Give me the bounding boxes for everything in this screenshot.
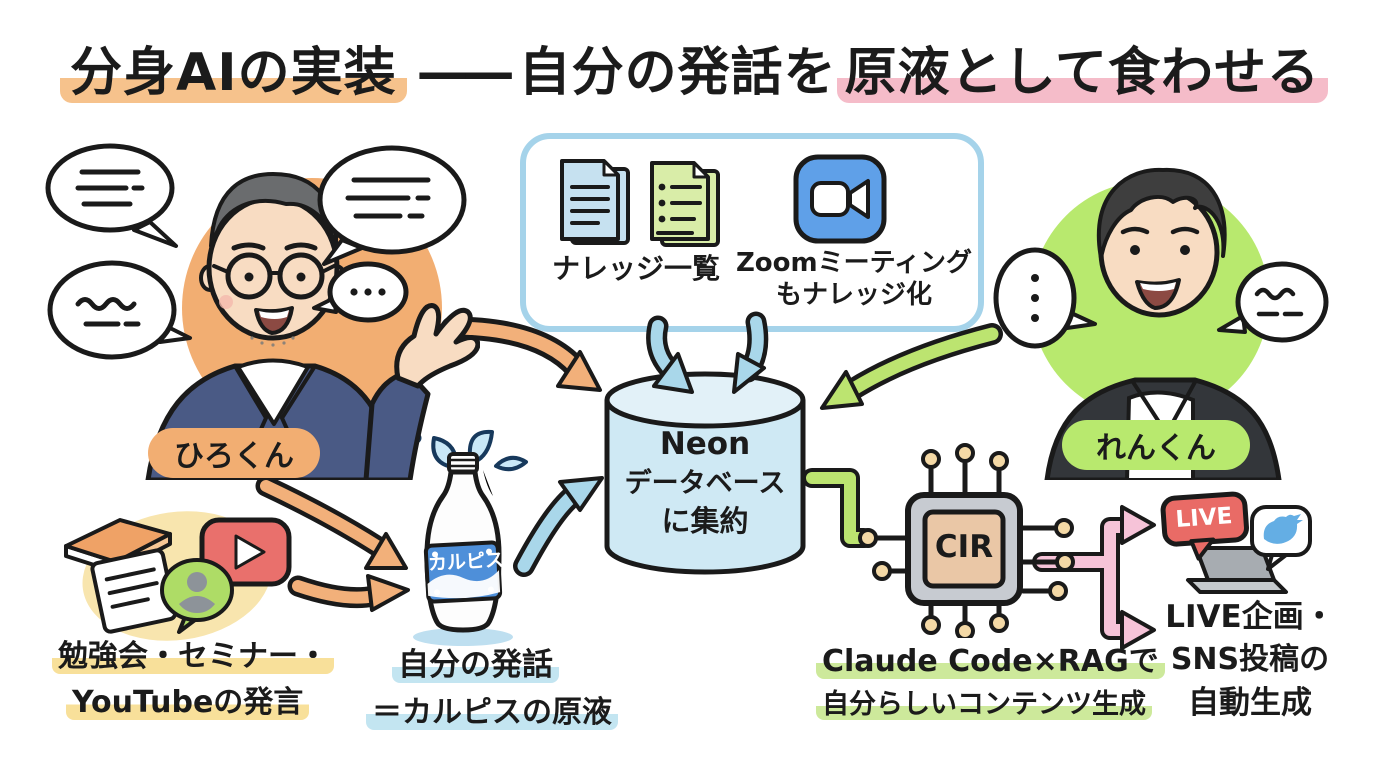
database-line3: に集約: [661, 504, 749, 539]
ren-bubble-dots: [993, 247, 1097, 349]
bottle-caption-line1: 自分の発話: [392, 647, 559, 684]
hiro-figure: [45, 143, 480, 480]
outputs-line2: SNS投稿の: [1170, 642, 1330, 677]
ren-hair: [1096, 167, 1227, 260]
hiro-bubble-topright: [317, 145, 467, 266]
database-line1: Neon: [659, 426, 751, 462]
outputs-line3: 自動生成: [1188, 685, 1312, 721]
title-dash: ——: [416, 43, 515, 103]
sources-line2: YouTubeの発言: [66, 685, 310, 721]
title-part-plain: 自分の発話を: [518, 43, 837, 103]
database-line2: データベース: [624, 467, 786, 499]
hiro-hand: [394, 303, 480, 389]
page-title: 分身AIの実装——自分の発話を原液として食わせる: [60, 30, 1329, 105]
connector-db-to-chip: [802, 468, 874, 548]
arrow-zoom-to-db: [732, 311, 769, 394]
ren-bubble-wavy: [1217, 261, 1329, 343]
hiro-hair: [209, 172, 339, 252]
database-label: Neon データベース に集約: [600, 424, 810, 541]
live-badge: [1160, 491, 1249, 561]
title-part-feed: 原液として食わせる: [836, 43, 1329, 103]
hiro-bubble-dots: [312, 261, 409, 323]
bottle-brand-label: カルピス: [427, 549, 505, 575]
arrow-docs-to-db: [646, 315, 694, 394]
zoom-label-line2: もナレッジ化: [775, 280, 932, 310]
person-bubble-icon: [160, 558, 234, 634]
arrow-sources-to-bottle: [287, 574, 410, 612]
bottle-icon: [413, 452, 513, 646]
bottle-caption-line2: ＝カルピスの原液: [366, 695, 618, 731]
sources-line1: 勉強会・セミナー・: [52, 639, 334, 675]
zoom-video-icon: [793, 154, 887, 244]
hiro-bubble-topleft: [45, 143, 178, 248]
hiro-bubble-left: [47, 260, 192, 360]
arrow-hiro-to-db: [440, 316, 602, 392]
zoom-label-line1: Zoomミーティング: [735, 248, 973, 278]
arrow-bottle-to-db: [513, 476, 604, 577]
knowledge-box: ナレッジ一覧 Zoomミーティング もナレッジ化: [520, 133, 984, 332]
hiro-name-pill: ひろくん: [148, 428, 320, 478]
chip-caption-line2: 自分らしいコンテンツ生成: [816, 689, 1152, 720]
outputs-line1: LIVE企画・: [1165, 599, 1335, 635]
chip-icon: [858, 443, 1075, 638]
title-part-implementation: 分身AIの実装: [60, 43, 407, 103]
ren-name-pill: れんくん: [1062, 420, 1250, 470]
laptop-icon: [1186, 546, 1288, 594]
twitter-bird-icon: [1250, 505, 1312, 571]
arrow-ren-to-db: [820, 323, 1003, 410]
chip-caption-line1: Claude Code×RAGで: [816, 644, 1165, 680]
docs-label: ナレッジ一覧: [551, 252, 720, 285]
arrow-hiro-to-bottle: [255, 475, 408, 570]
docs-icon: [560, 159, 720, 247]
chip-label: CIR: [934, 529, 994, 565]
live-badge-label: LIVE: [1174, 503, 1234, 533]
